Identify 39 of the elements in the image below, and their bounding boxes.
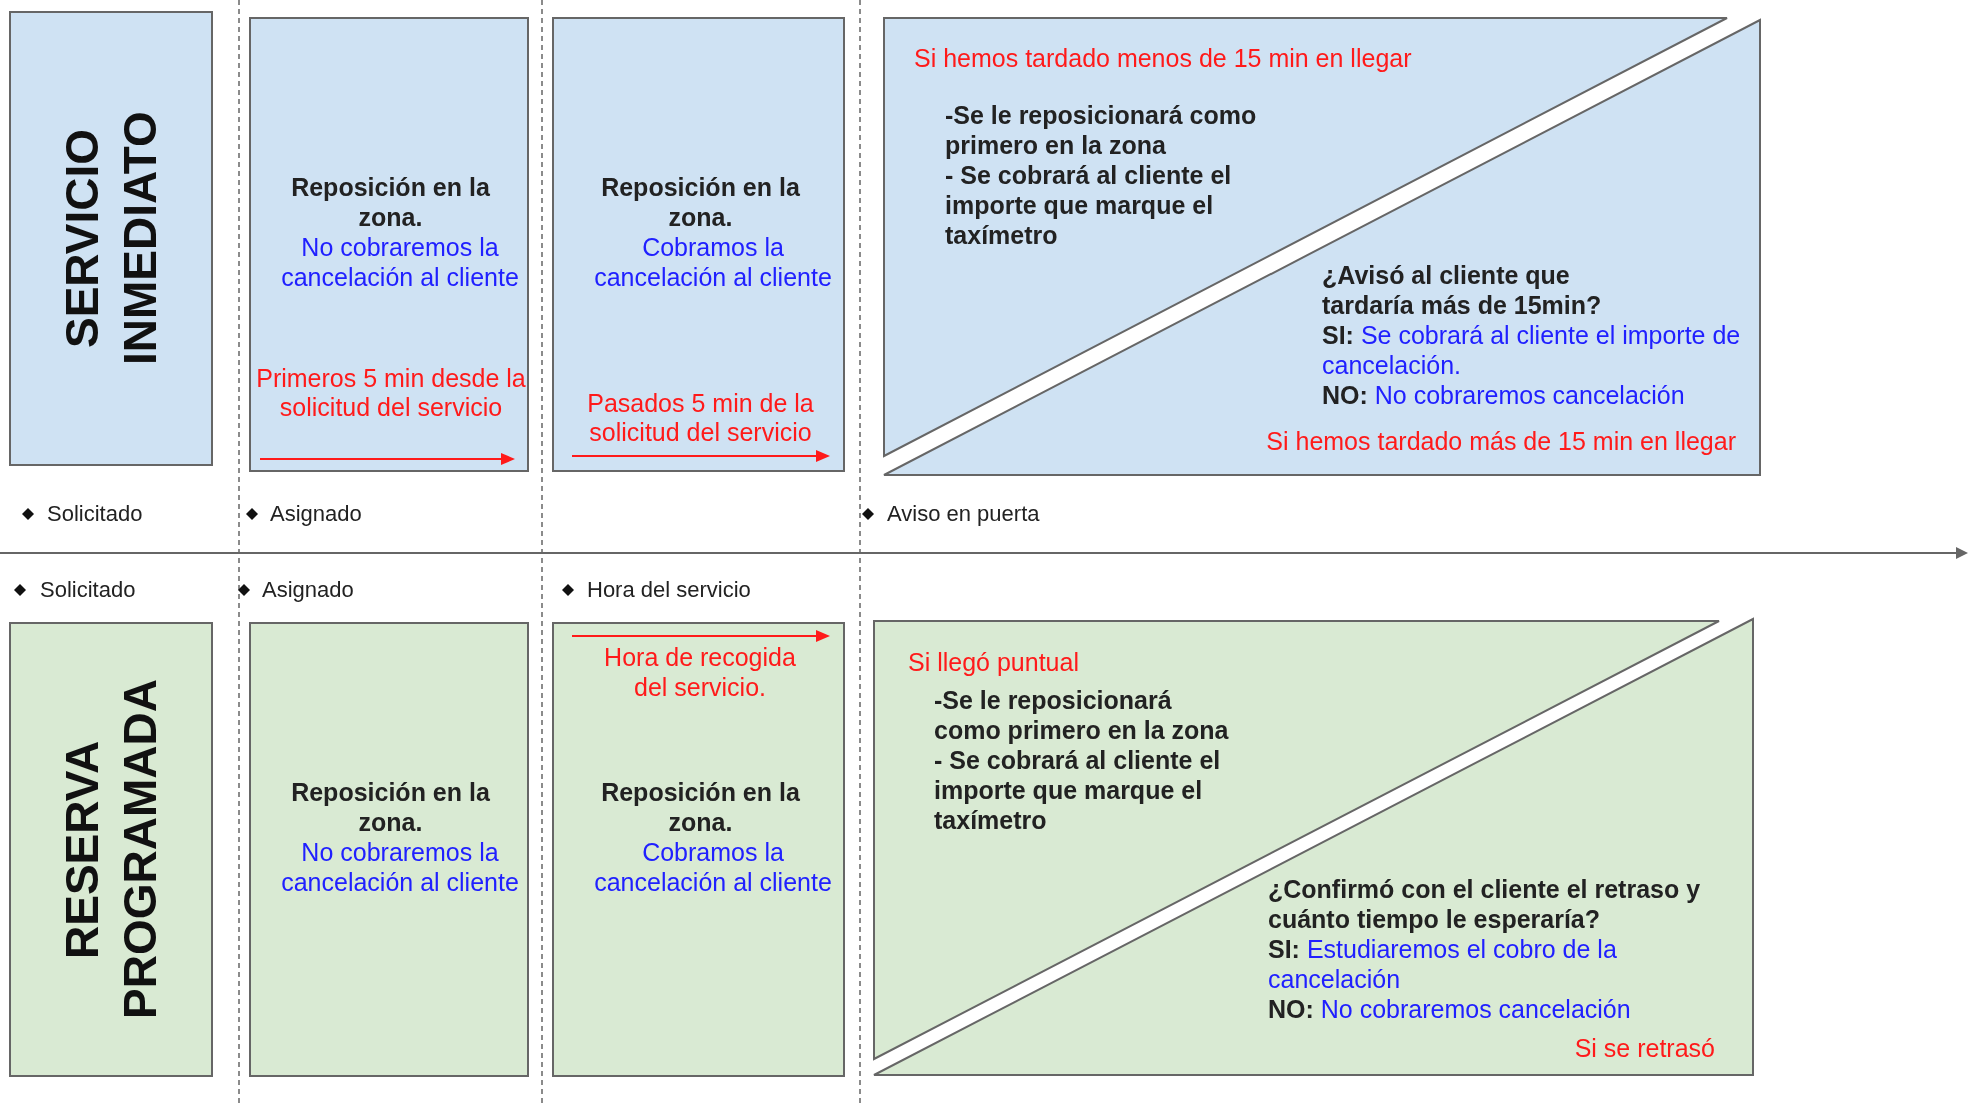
charge-note: Cobramos la cancelación al cliente [593,232,833,292]
milestone-label: Asignado [270,501,362,527]
answer-text: SI: Estudiaremos el cobro de la cancelación [1268,934,1618,994]
lane-header [9,11,213,466]
time-condition: Primeros 5 min desde la solicitud del servicio [256,364,526,422]
answer-text: NO: No cobraremos cancelación [1268,994,1632,1024]
milestone-label: Asignado [262,577,354,603]
question-text: ¿Confirmó con el cliente el retraso y cuánto tiempo le esperaría? [1268,874,1702,934]
action-text: Reposición en la zona. [290,777,491,837]
action-text: -Se le reposicionará como primero en la zona [934,685,1230,745]
process-box [552,622,845,1077]
time-condition: Pasados 5 min de la solicitud del servicio [586,389,815,447]
milestone-label: Solicitado [40,577,136,603]
lane-title: SERVICIO INMEDIATO [55,110,167,368]
process-box [552,17,845,472]
action-text: Reposición en la zona. [600,777,801,837]
charge-note: Cobramos la cancelación al cliente [593,837,833,897]
time-condition: Si llegó puntual [908,647,1080,677]
time-condition: Si hemos tardado más de 15 min en llegar [1265,426,1736,456]
process-box [249,17,529,472]
answer-text: SI: Se cobrará al cliente el importe de cancelación. [1322,320,1742,380]
process-box [249,622,529,1077]
lane-header [9,622,213,1077]
question-text: ¿Avisó al cliente que tardaría más de 15min? [1322,260,1603,320]
answer-text: NO: No cobraremos cancelación [1322,380,1686,410]
lane-title: RESERVA PROGRAMADA [55,678,167,1022]
milestone-label: Solicitado [47,501,143,527]
time-condition: Hora de recogida del servicio. [603,642,797,702]
action-text: Reposición en la zona. [290,172,491,232]
milestone-label: Hora del servicio [587,577,751,603]
action-text: - Se cobrará al cliente el importe que marque el taxímetro [934,745,1222,835]
time-condition: Si se retrasó [1573,1033,1715,1063]
charge-note: No cobraremos la cancelación al cliente [280,837,520,897]
charge-note: No cobraremos la cancelación al cliente [280,232,520,292]
action-text: -Se le reposicionará como primero en la zona [945,100,1258,160]
action-text: - Se cobrará al cliente el importe que marque el taxímetro [945,160,1233,250]
milestone-label: Aviso en puerta [887,501,1040,527]
action-text: Reposición en la zona. [600,172,801,232]
time-condition: Si hemos tardado menos de 15 min en llegar [914,43,1413,73]
